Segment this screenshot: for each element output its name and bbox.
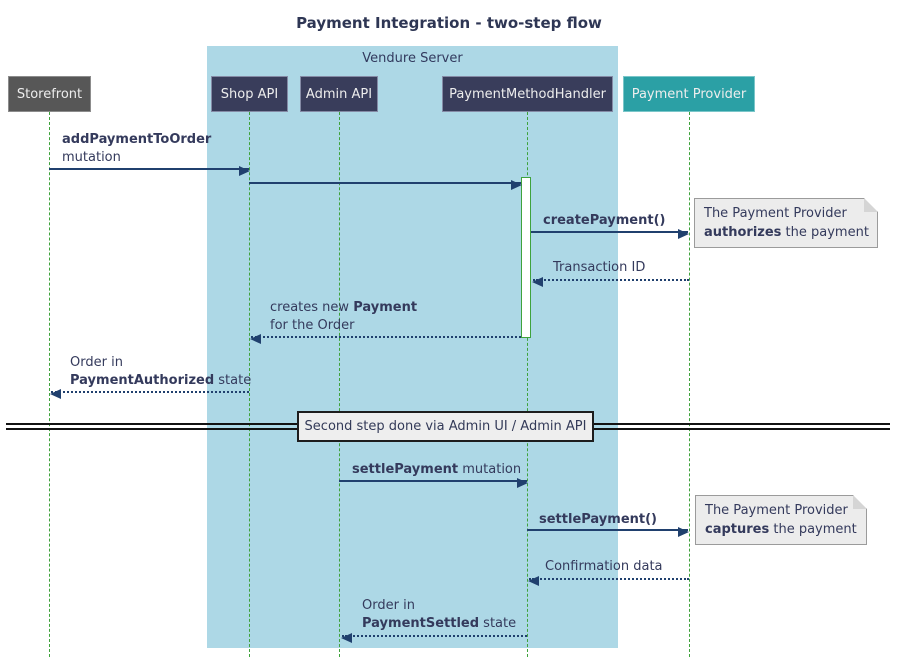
- message-text: mutation: [62, 150, 121, 165]
- message-text: mutation: [458, 462, 522, 477]
- section-divider: Second step done via Admin UI / Admin AP…: [297, 411, 594, 442]
- arrow-handler-to-provider-create: [531, 229, 689, 239]
- message-label-settle-mutation: settlePayment mutation: [352, 461, 521, 479]
- lifeline-admin-api: [339, 112, 340, 657]
- message-text: Order in: [70, 355, 123, 370]
- message-text-bold: addPaymentToOrder: [62, 132, 212, 147]
- note-text: the payment: [781, 225, 869, 240]
- participant-admin-api: Admin API: [300, 76, 378, 112]
- participant-payment-method-handler: PaymentMethodHandler: [442, 76, 613, 112]
- message-label-create-payment: createPayment(): [543, 212, 665, 230]
- message-text-bold: PaymentSettled: [362, 616, 480, 631]
- message-text-bold: settlePayment: [352, 462, 459, 477]
- activation-bar-payment-method-handler: [521, 177, 531, 338]
- message-line: PaymentSettled state: [362, 615, 516, 633]
- arrow-shop-api-to-storefront-return: [50, 389, 249, 399]
- message-text: creates new: [270, 300, 354, 315]
- participant-payment-provider: Payment Provider: [623, 76, 755, 112]
- message-label-confirmation: Confirmation data: [545, 559, 663, 574]
- lifeline-shop-api: [249, 112, 250, 657]
- note-line: The Payment Provider: [704, 206, 847, 221]
- vendure-server-box: [207, 46, 618, 648]
- message-line: PaymentAuthorized state: [70, 372, 251, 390]
- message-label-order-settled: Order in PaymentSettled state: [362, 597, 516, 633]
- message-label-creates-payment: creates new Payment for the Order: [270, 299, 417, 335]
- participant-shop-api: Shop API: [211, 76, 288, 112]
- note-line: The Payment Provider: [705, 503, 848, 518]
- lifeline-storefront: [49, 112, 50, 657]
- message-text-bold: createPayment(): [543, 213, 666, 228]
- arrow-storefront-to-shop-api: [49, 166, 250, 176]
- note-line: captures the payment: [705, 520, 857, 539]
- message-text: state: [214, 373, 252, 388]
- note-line: authorizes the payment: [704, 223, 869, 242]
- message-text-bold: PaymentAuthorized: [70, 373, 215, 388]
- message-label-order-authorized: Order in PaymentAuthorized state: [70, 354, 251, 390]
- message-line: creates new Payment: [270, 299, 417, 317]
- note-text-bold: captures: [705, 522, 770, 537]
- vendure-server-label: Vendure Server: [362, 51, 463, 66]
- participant-storefront: Storefront: [8, 76, 91, 112]
- message-text: state: [479, 616, 517, 631]
- arrow-shop-api-to-handler: [249, 180, 522, 190]
- message-text: Order in: [362, 598, 415, 613]
- diagram-title: Payment Integration - two-step flow: [296, 14, 602, 32]
- arrow-provider-to-handler-confirmation: [528, 576, 689, 586]
- note-text: the payment: [769, 522, 857, 537]
- message-label-add-payment: addPaymentToOrder mutation: [62, 131, 211, 167]
- lifeline-payment-provider: [689, 112, 690, 657]
- note-capture: The Payment Provider captures the paymen…: [695, 495, 867, 545]
- message-label-settle-call: settlePayment(): [539, 511, 657, 529]
- message-text-bold: Payment: [353, 300, 418, 315]
- note-authorize: The Payment Provider authorizes the paym…: [694, 198, 878, 248]
- arrow-provider-to-handler-transaction: [532, 277, 689, 287]
- note-text-bold: authorizes: [704, 225, 782, 240]
- arrow-handler-to-provider-settle: [527, 527, 689, 537]
- arrow-handler-to-shop-api-return: [250, 334, 521, 344]
- arrow-handler-to-admin-api-return: [341, 633, 527, 643]
- lifeline-payment-method-handler: [527, 112, 528, 657]
- arrow-admin-api-to-handler: [339, 478, 528, 488]
- message-text: for the Order: [270, 318, 355, 333]
- message-text-bold: settlePayment(): [539, 512, 657, 527]
- message-label-transaction-id: Transaction ID: [553, 260, 646, 275]
